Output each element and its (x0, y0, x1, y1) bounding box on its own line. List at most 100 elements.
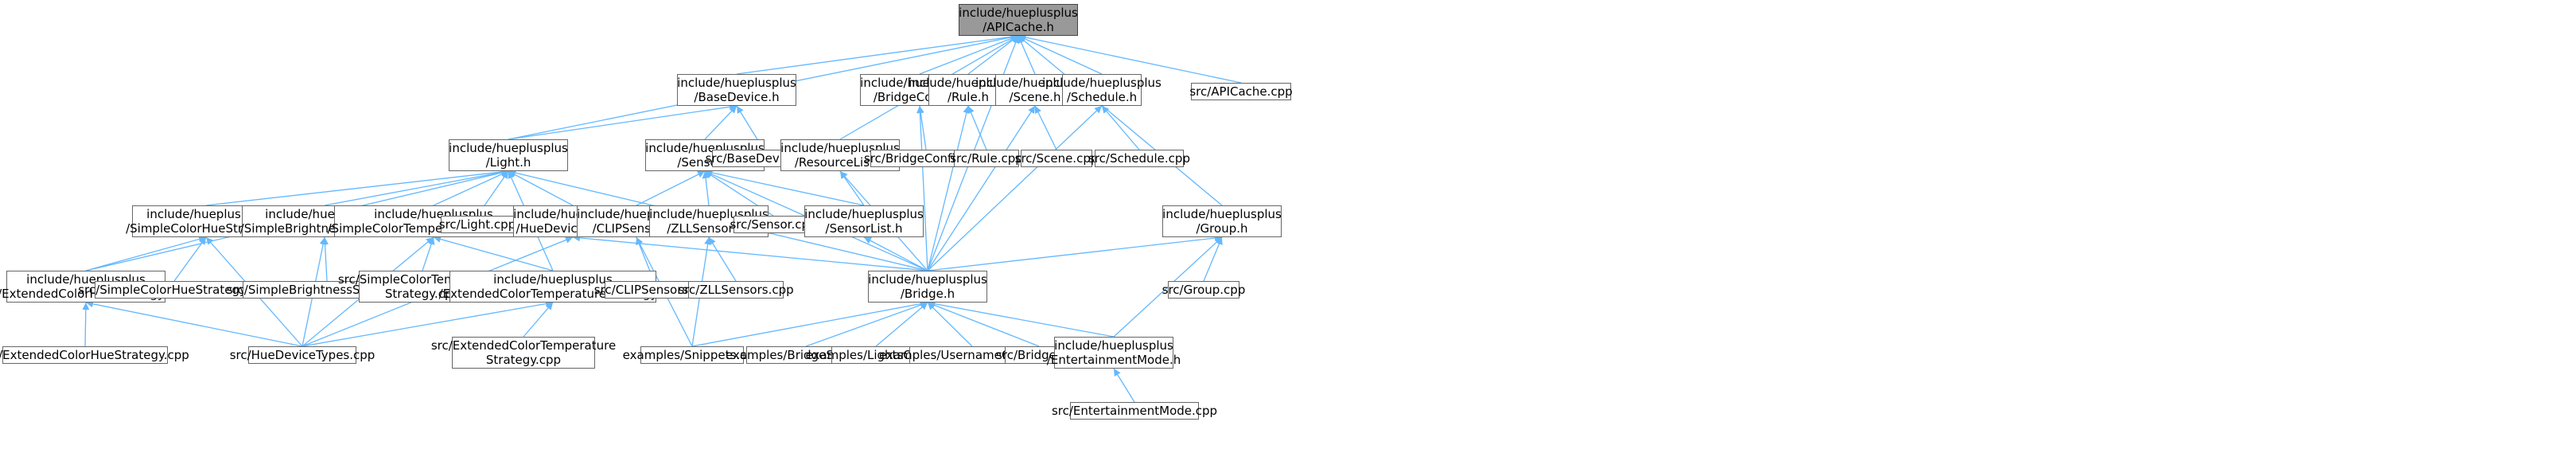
node-label-line: Strategy.cpp (485, 353, 562, 367)
edge-sensorlist-h-to-bridge-h (863, 236, 928, 271)
edge-schedule-h-to-bridge-h (927, 105, 1103, 271)
node-sensor-cpp[interactable]: src/Sensor.cpp (730, 216, 817, 233)
node-group-h[interactable]: include/hueplusplus/Group.h (1162, 205, 1282, 237)
node-clipsensors-cpp[interactable]: src/CLIPSensors.cpp (594, 281, 714, 299)
edge-zllsensors-h-to-zllsensors-cpp (708, 236, 737, 282)
edge-simplecolorhue-h-to-simplecolorhue-cpp (173, 236, 207, 282)
edge-apicache-h-to-basedevice-h (736, 33, 1019, 75)
node-simplecolorhue-cpp[interactable]: src/SimpleColorHueStrategy.cpp (78, 281, 270, 299)
edge-sensor-h-to-clipsensors-h (636, 170, 706, 206)
node-scene-h[interactable]: include/hueplusplus/Scene.h (975, 74, 1095, 106)
edge-light-h-to-simplebrightness-h (324, 169, 509, 206)
node-label-line: src/Scene.cpp (1014, 151, 1099, 166)
edge-entertainment-h-to-entertainment-cpp (1113, 368, 1135, 403)
edge-simplecolorhue-h-to-extcolorhue-h (85, 236, 207, 271)
edge-extcolorhue-h-to-extcolorhue-cpp (82, 302, 90, 347)
edge-bridgeconfig-h-to-bridge-h (916, 105, 928, 271)
node-label-line: /Group.h (1196, 221, 1248, 236)
edge-schedule-h-to-schedule-cpp (1101, 105, 1140, 150)
node-sensorlist-h[interactable]: include/hueplusplus/SensorList.h (804, 205, 924, 237)
node-entertainment-cpp[interactable]: src/EntertainmentMode.cpp (1052, 402, 1217, 420)
node-label-line: src/ExtendedColorHueStrategy.cpp (0, 348, 189, 362)
node-label-line: /APICache.h (983, 20, 1054, 34)
node-label-line: src/Group.cpp (1162, 283, 1246, 297)
node-label-line: src/Schedule.cpp (1088, 151, 1190, 166)
edge-extcolorhue-h-to-huedevicetypes-cpp (85, 300, 303, 347)
edge-scene-h-to-scene-cpp (1034, 105, 1057, 150)
edge-rule-h-to-bridge-h (927, 105, 971, 271)
node-label-line: include/hueplusplus (804, 207, 924, 221)
node-label-line: include/hueplusplus (1162, 207, 1282, 221)
edge-sensor-h-to-sensorlist-h (704, 169, 865, 206)
node-label-line: /ResourceList.h (794, 155, 886, 170)
node-label-line: /Bridge.h (900, 287, 955, 301)
node-label-line: src/Light.cpp (438, 217, 516, 232)
edge-apicache-h-to-apicache-cpp (1018, 33, 1242, 84)
node-zllsensors-cpp[interactable]: src/ZLLSensors.cpp (678, 281, 794, 299)
node-label-line: /Rule.h (948, 90, 989, 104)
node-label-line: src/SimpleColorHueStrategy.cpp (78, 283, 270, 297)
node-label-line: /Schedule.h (1066, 90, 1138, 104)
edge-light-h-to-simplecolorhue-h (205, 168, 509, 206)
edge-bridge-h-to-snippets-cpp (691, 300, 928, 347)
node-label-line: examples/Snippets.cpp (622, 348, 762, 362)
node-label-line: src/Sensor.cpp (730, 217, 817, 232)
edge-extcolortemp-h-to-huedevicetypes-cpp (302, 300, 554, 347)
node-label-line: Strategy.cpp (384, 287, 461, 301)
node-rule-cpp[interactable]: src/Rule.cpp (950, 150, 1023, 167)
node-scene-cpp[interactable]: src/Scene.cpp (1015, 150, 1098, 167)
node-label-line: include/hueplusplus (449, 141, 568, 155)
edge-extcolortemp-h-to-extcolortemp-cpp (523, 302, 554, 338)
node-label-line: include/hueplusplus (146, 207, 266, 221)
node-light-h[interactable]: include/hueplusplus/Light.h (449, 139, 568, 171)
edge-basedevice-h-to-light-h (508, 103, 737, 140)
node-label-line: include/hueplusplus (1054, 338, 1173, 353)
node-label-line: /EntertainmentMode.h (1046, 353, 1181, 367)
edge-light-h-to-simplecolortemp-h (433, 170, 509, 206)
node-snippets-cpp[interactable]: examples/Snippets.cpp (623, 346, 761, 364)
edge-simplecolortemp-h-to-extcolortemp-h (433, 236, 554, 271)
node-label-line: src/HueDeviceTypes.cpp (229, 348, 376, 362)
node-label-line: include/hueplusplus (1042, 76, 1162, 90)
node-label-line: /SensorList.h (825, 221, 903, 236)
node-apicache-cpp[interactable]: src/APICache.cpp (1189, 83, 1293, 100)
edge-light-h-to-huedevicetypes-h (508, 170, 574, 206)
node-label-line: src/CLIPSensors.cpp (593, 283, 714, 297)
edge-apicache-h-to-schedule-h (1018, 35, 1103, 75)
node-label-line: src/Rule.cpp (950, 151, 1023, 166)
node-extcolorhue-cpp[interactable]: src/ExtendedColorHueStrategy.cpp (0, 346, 189, 364)
node-label-line: /Scene.h (1009, 90, 1061, 104)
edge-apicache-h-to-bridgeconfig-h (919, 35, 1019, 75)
node-basedevice-h[interactable]: include/hueplusplus/BaseDevice.h (677, 74, 796, 106)
edge-scene-h-to-bridge-h (927, 105, 1036, 271)
node-label-line: src/ExtendedColorTemperature (430, 338, 617, 353)
edge-bridge-h-to-lightsoff-cpp (875, 302, 928, 347)
edge-bridge-h-to-entertainment-h (927, 300, 1115, 338)
node-label-line: include/hueplusplus (493, 272, 613, 287)
node-group-cpp[interactable]: src/Group.cpp (1162, 281, 1245, 299)
edge-rule-h-to-rule-cpp (967, 105, 987, 150)
node-label-line: /ZLLSensors.h (667, 221, 751, 236)
node-schedule-cpp[interactable]: src/Schedule.cpp (1088, 150, 1190, 167)
node-label-line: include/hueplusplus (780, 141, 900, 155)
node-label-line: /BaseDevice.h (694, 90, 780, 104)
node-label-line: /Light.h (485, 155, 531, 170)
node-entertainment-h[interactable]: include/hueplusplus/EntertainmentMode.h (1047, 337, 1181, 369)
node-bridge-h[interactable]: include/hueplusplus/Bridge.h (868, 271, 987, 303)
node-label-line: include/hueplusplus (677, 76, 796, 90)
node-label-line: src/EntertainmentMode.cpp (1051, 404, 1218, 418)
node-label-line: include/hueplusplus (868, 272, 987, 287)
edge-group-h-to-bridge-h (927, 234, 1223, 271)
node-apicache-h: include/hueplusplus/APICache.h (959, 4, 1078, 36)
edge-bridge-h-to-usernameconfig-cpp (927, 302, 973, 347)
node-schedule-h[interactable]: include/hueplusplus/Schedule.h (1042, 74, 1162, 106)
node-light-cpp[interactable]: src/Light.cpp (438, 216, 516, 233)
node-label-line: src/ZLLSensors.cpp (678, 283, 794, 297)
edge-apicache-h-to-rule-h (967, 35, 1019, 75)
node-huedevicetypes-cpp[interactable]: src/HueDeviceTypes.cpp (230, 346, 375, 364)
node-label-line: src/APICache.cpp (1189, 84, 1293, 99)
edge-basedevice-h-to-sensor-h (704, 105, 737, 140)
